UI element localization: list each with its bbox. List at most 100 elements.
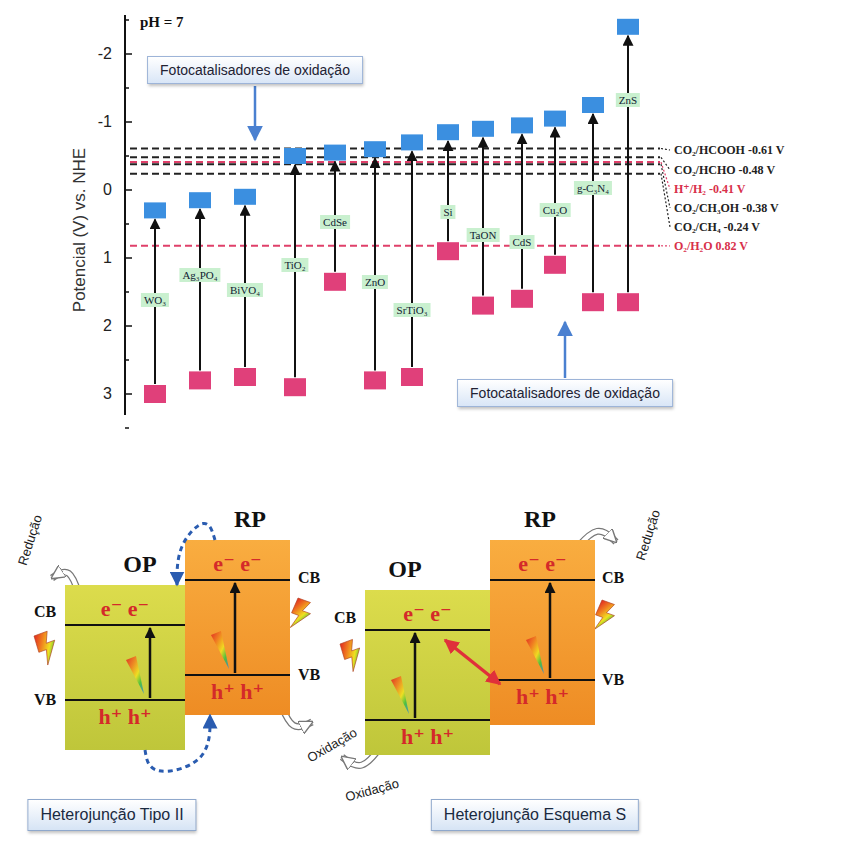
electron-label: e⁻ e⁻ [101,596,149,621]
reaction-label: Oxidação [304,725,359,765]
label-slot: Oxidação [344,776,401,805]
band-box: OPe⁻ e⁻h⁺ h⁺ [65,585,185,750]
redox-level-line [130,148,660,150]
mat-text: TaON [470,229,497,241]
axis-tick [125,155,129,157]
callout-box: Fotocatalisadores de oxidação [147,56,363,84]
excitation-arrow [374,158,376,370]
material-label: BiVO₄ [227,283,263,297]
text-slot: h⁺ h⁺ [98,703,151,730]
valence-band-mark [364,371,386,389]
band-box: RPe⁻ e⁻h⁺ h⁺ [490,540,595,725]
hole-label: h⁺ h⁺ [98,704,151,729]
band-label: CB [602,569,624,586]
hole-label: h⁺ h⁺ [211,679,264,704]
redox-level-line [130,163,660,165]
axis-tick [125,325,132,327]
valence-band-mark [189,371,211,389]
valence-band-mark [437,242,459,260]
text-slot: h⁺ h⁺ [516,683,569,710]
label-slot: CO₂/HCOOH -0.61 V [674,143,784,158]
band-edge-line [490,679,595,681]
valence-band-mark [144,385,166,403]
material-label: SrTiO₃ [394,303,431,317]
axis-tick [125,121,132,123]
mat-text: ZnS [619,94,637,106]
band-label: CB [34,603,56,620]
band-heading: OP [123,551,156,577]
text-slot: h⁺ h⁺ [211,678,264,705]
reaction-label: Oxidação [344,776,401,805]
recombination-arrow [445,640,500,684]
valence-band-mark [472,297,494,315]
label-slot: H⁺/H₂ -0.41 V [674,182,745,197]
axis-tick [125,223,129,225]
mat-text: CdS [513,236,532,248]
band-edge-line [65,624,185,626]
title-text: Heterojunção Esquema S [444,806,626,823]
text-slot: Si [443,206,452,218]
text-slot: OP [123,551,156,578]
excitation-arrow [234,583,237,673]
text-slot: g-C₃N₄ [577,182,609,194]
mat-text: BiVO₄ [230,284,260,296]
electron-label: e⁻ e⁻ [403,601,451,626]
label-slot: CB [334,609,356,627]
text-slot: RP [234,506,266,533]
redox-level-line [130,156,660,158]
text-slot: e⁻ e⁻ [403,600,451,627]
label-slot: -2 [98,45,112,63]
mat-text: TiO₂ [284,259,305,271]
text-slot: TaON [470,229,497,241]
material-label: Cu₂O [540,203,571,217]
mat-text: ZnO [365,276,385,288]
text-slot: e⁻ e⁻ [518,550,566,577]
valence-band-mark [284,378,306,396]
valence-band-mark [324,273,346,291]
conduction-band-mark [401,134,423,150]
label-slot: 3 [103,385,112,403]
excitation-arrow [411,151,413,367]
title-box: Heterojunção Tipo II [27,799,196,831]
label-slot: VB [34,691,56,709]
charge-transfer-arrow [177,523,215,585]
text-slot: TiO₂ [284,259,305,271]
axis-line [124,15,126,415]
charge-transfer-arrow [145,715,210,771]
label-slot: VB [298,666,320,684]
label-slot: CB [298,569,320,587]
text-slot: BiVO₄ [230,284,260,296]
text-slot: OP [388,556,421,583]
excitation-arrow [627,36,629,292]
label-slot: CO₂/CH₃OH -0.38 V [674,201,779,216]
text-slot: Cu₂O [543,204,568,216]
label-slot: 0 [103,181,112,199]
material-label: TiO₂ [281,258,308,272]
redox-level-line [130,173,660,175]
excitation-arrow [549,583,552,678]
electron-label: e⁻ e⁻ [213,551,261,576]
conduction-band-mark [437,124,459,140]
axis-tick [125,359,129,361]
tick-label: 2 [103,317,112,334]
redox-level-line [130,245,660,247]
redox-label: O₂/H₂O 0.82 V [674,239,748,253]
title-box: Heterojunção Esquema S [431,799,639,831]
band-label: CB [298,569,320,586]
band-box: RPe⁻ e⁻h⁺ h⁺ [185,540,290,715]
valence-band-mark [544,256,566,274]
callout-box: Fotocatalisadores de oxidação [457,379,673,407]
mat-text: g-C₃N₄ [577,182,609,194]
reaction-label: Redução [15,513,45,567]
text-slot: RP [524,506,556,533]
band-edge-line [365,629,490,631]
excitation-arrow [199,209,201,370]
band-label: CB [334,609,356,626]
text-slot: CdSe [323,216,347,228]
excitation-arrow [482,138,484,296]
light-beam [526,636,544,674]
band-heading: OP [388,556,421,582]
mat-text: CdSe [323,216,347,228]
callout-text: Fotocatalisadores de oxidação [160,62,350,78]
axis-tick [125,291,129,293]
